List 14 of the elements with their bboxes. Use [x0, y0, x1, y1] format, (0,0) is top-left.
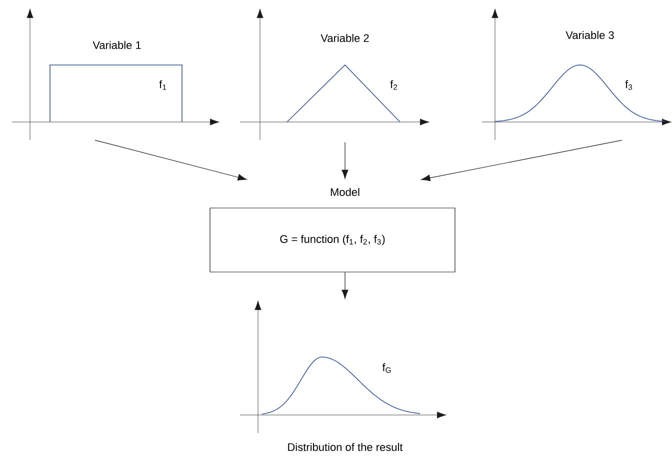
arrow [342, 272, 348, 299]
curve-label: f$_{G}$ [382, 363, 391, 373]
plot-title: Variable 2 [320, 34, 369, 42]
model-heading: Model [330, 188, 360, 196]
curve-label: f$_{2}$ [390, 80, 398, 90]
arrow [342, 142, 348, 179]
plot-title: Variable 1 [92, 40, 141, 50]
curve-label: f$_{3}$ [625, 80, 632, 90]
arrow [421, 140, 622, 182]
plot-caption: Distribution of the result [288, 442, 403, 452]
arrow [94, 140, 247, 181]
plot-title: Variable 3 [566, 30, 614, 40]
model-box: G = function (f$_{1}$, f$_{2}$, f$_{3}$) [210, 208, 456, 272]
curve-label: f$_{1}$ [159, 80, 166, 90]
